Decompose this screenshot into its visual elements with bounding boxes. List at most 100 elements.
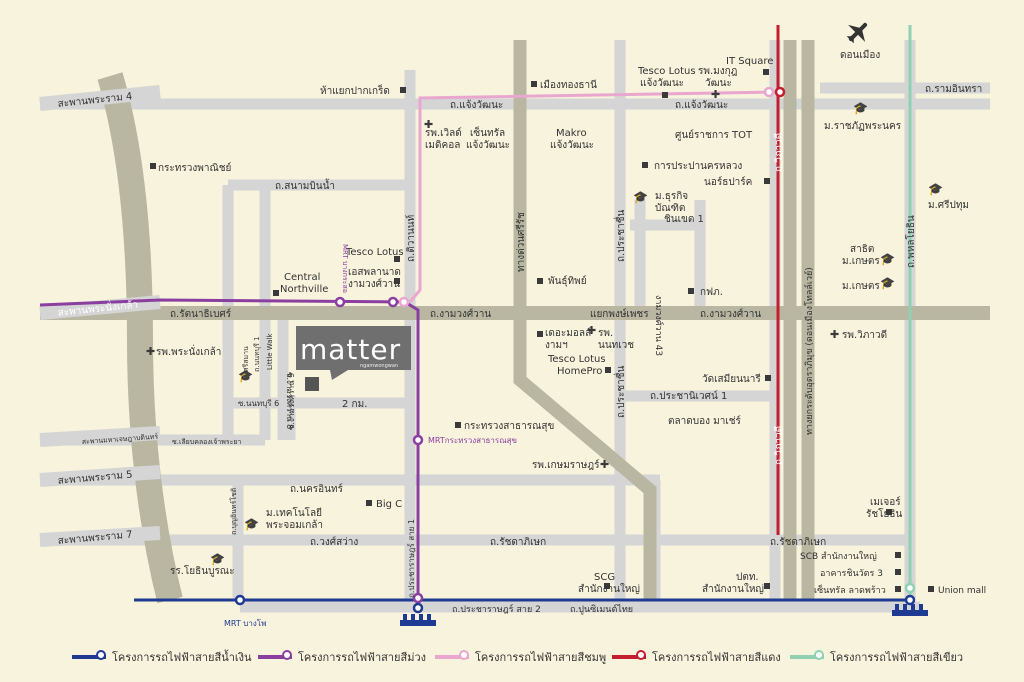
road-chaeng-watthana-right: ถ.แจ้งวัฒนะ: [675, 99, 728, 111]
place-satit-kaset: สาธิตม.เกษตร: [842, 244, 880, 267]
road-soi43: งามวงศ์วาน 43: [653, 295, 665, 356]
station-green-lat: [904, 582, 916, 594]
station-label-bang-pho: MRT บางโพ: [224, 618, 266, 628]
legend-item-red: โครงการรถไฟฟ้าสายสีแดง: [612, 648, 781, 666]
road-sanambinnam: ถ.สนามบินน้ำ: [275, 178, 335, 192]
station-moph: [412, 434, 424, 446]
road-vibhavadi-lower: ถ.วิภาวดี: [773, 426, 785, 465]
place-kasemrad: รพ.เกษมราษฎร์: [532, 459, 600, 471]
road-soi-nonthaburi1: ถ.นนทบุรี 1: [253, 336, 261, 372]
road-little-walk: Little Walk: [266, 332, 274, 370]
station-building-icons: [400, 604, 928, 626]
svg-text:✚: ✚: [600, 458, 609, 471]
station-bang-krasor: [334, 296, 346, 308]
legend-label-red: โครงการรถไฟฟ้าสายสีแดง: [652, 651, 781, 664]
legend-item-pink: โครงการรถไฟฟ้าสายสีชมพู: [435, 648, 606, 666]
place-govt-center: ศูนย์ราชการ TOT: [675, 129, 753, 141]
road-nakhon-in: ถ.นครอินทร์: [290, 483, 344, 495]
station-it-square-pink: [763, 86, 775, 98]
place-tesco-rattana: Tesco Lotus: [345, 247, 404, 258]
road-soi-srisaman: ศรีสมาน: [242, 346, 250, 372]
station-it-square-red: [774, 86, 786, 98]
station-pink-interchange-a: [387, 296, 399, 308]
road-rattanathibet: ถ.รัตนาธิเบศร์: [170, 308, 232, 320]
svg-text:✚: ✚: [146, 345, 155, 358]
road-buninthrobot: ถ.บุญอินทร์โชติ: [229, 487, 238, 535]
svg-text:🎓: 🎓: [853, 101, 868, 115]
place-don-mueang: ดอนเมือง: [840, 49, 880, 61]
legend-label-pink: โครงการรถไฟฟ้าสายสีชมพู: [475, 651, 607, 664]
road-ratchadaphisek-left: ถ.รัชดาภิเษก: [490, 537, 546, 548]
place-muang-thong: เมืองทองธานี: [540, 79, 597, 91]
legend-swatch-red: [612, 650, 646, 660]
svg-text:🎓: 🎓: [880, 276, 895, 290]
legend-label-purple: โครงการรถไฟฟ้าสายสีม่วง: [298, 651, 426, 664]
place-nonthaburi-hosp: รพ.พระนั่งเกล้า: [156, 344, 221, 358]
logo-name: matter: [300, 333, 401, 366]
place-mongkut: รพ.มงกุฎวัฒนะ: [698, 66, 737, 89]
road-ngamwongwan-left: ถ.งามวงศ์วาน: [430, 308, 491, 320]
project-location-marker: [305, 377, 319, 391]
road-chaeng-watthana-left: ถ.แจ้งวัฒนะ: [450, 99, 503, 111]
legend-swatch-blue: [72, 650, 106, 660]
map-canvas[interactable]: ✚✚✚ ✚✚✚ 🎓🎓🎓 🎓🎓🎓 🎓🎓 สะพานพระราม 4 สะพานพร…: [0, 0, 1024, 640]
legend-item-green: โครงการรถไฟฟ้าสายสีเขียว: [790, 648, 963, 666]
road-phahonyothin: ถ.พหลโยธิน: [904, 215, 917, 268]
svg-text:✚: ✚: [587, 324, 596, 337]
station-bang-sue-blue: [412, 602, 424, 614]
place-esplanade: เอสพลานาดงามวงศ์วาน: [348, 267, 401, 290]
station-label-moph: MRTกระทรวงสาธารณสุข: [428, 436, 517, 445]
road-pracharat-sai1: ถ.ประชาราษฎร์ สาย 1: [406, 519, 416, 598]
road-ratchadaphisek-right: ถ.รัชดาภิเษก: [770, 537, 826, 548]
legend: โครงการรถไฟฟ้าสายสีน้ำเงิน โครงการรถไฟฟ้…: [0, 638, 1024, 678]
station-bang-pho: [234, 594, 246, 606]
legend-item-blue: โครงการรถไฟฟ้าสายสีน้ำเงิน: [72, 648, 252, 666]
road-distance: 2 กม.: [342, 399, 367, 410]
place-major: เมเจอร์รัชโยธิน: [866, 496, 902, 520]
road-soi9: ซ.งามวงศ์วาน 9: [286, 373, 296, 430]
place-mea: การประปานครหลวง: [654, 161, 742, 172]
legend-swatch-green: [790, 650, 824, 660]
place-northpark: นอร์ธปาร์ค: [704, 176, 752, 188]
legend-item-purple: โครงการรถไฟฟ้าสายสีม่วง: [258, 648, 426, 666]
hospital-cross-markers: ✚✚✚ ✚✚✚: [146, 88, 839, 471]
place-kasetsart: ม.เกษตร: [842, 281, 880, 292]
svg-text:✚: ✚: [711, 88, 720, 101]
place-wat-samian: วัดเสมียนนารี: [702, 373, 761, 385]
svg-text:🎓: 🎓: [880, 252, 895, 266]
place-central-lad: เซ็นทรัล ลาดพร้าว: [814, 583, 886, 596]
place-phantip: พันธุ์ทิพย์: [548, 275, 587, 287]
legend-label-blue: โครงการรถไฟฟ้าสายสีน้ำเงิน: [112, 651, 252, 664]
major-roads: [40, 40, 990, 604]
road-tiwanon: ถ.ติวานนท์: [405, 215, 417, 262]
place-chinkhet: ชินเขต 1: [664, 214, 704, 225]
poi-markers: [150, 69, 934, 592]
road-prachachuen-2: ถ.ประชาชื่น: [613, 365, 627, 418]
place-union-mall: Union mall: [938, 586, 986, 596]
place-tot-pub: กฟภ.: [700, 287, 723, 298]
airplane-icon: [846, 22, 868, 44]
place-moph: กระทรวงสาธารณสุข: [464, 421, 554, 432]
place-world-med: รพ.เวิลด์เมดิคอล: [425, 127, 462, 151]
station-label-bang-krasor: MRT บางกระสอ: [341, 244, 349, 293]
svg-text:🎓: 🎓: [210, 552, 225, 566]
place-tech-phranakhon: ม.เทคโนโลยีพระจอมเกล้า: [266, 506, 323, 531]
place-central-chaeng: เซ็นทรัลแจ้งวัฒนะ: [466, 125, 510, 151]
svg-text:🎓: 🎓: [244, 517, 259, 531]
place-yothin-burana: รร.โยธินบูรณะ: [170, 564, 234, 577]
bridges: [39, 85, 161, 547]
place-big-c: Big C: [376, 499, 402, 510]
road-prachachuen-1: ถ.ประชาชื่น: [613, 209, 627, 262]
road-ngamwongwan-right: ถ.งามวงศ์วาน: [700, 308, 761, 320]
station-lat-phrao: [904, 594, 916, 606]
place-the-mall: เดอะมอลล์งามฯ: [545, 327, 591, 351]
university-icons: 🎓🎓🎓 🎓🎓🎓 🎓🎓: [210, 101, 943, 566]
logo-tagline: ngamwongwan: [360, 363, 398, 369]
road-ngamwongwan-junction: แยกพงษ์เพชร: [590, 308, 649, 320]
svg-text:✚: ✚: [424, 118, 433, 131]
place-lat-bua: ตลาดบอง มาเช่ร์: [668, 415, 742, 427]
place-nonthavej: รพ.นนทเวช: [598, 328, 634, 351]
road-wongsawang: ถ.วงศ์สว่าง: [310, 536, 358, 548]
